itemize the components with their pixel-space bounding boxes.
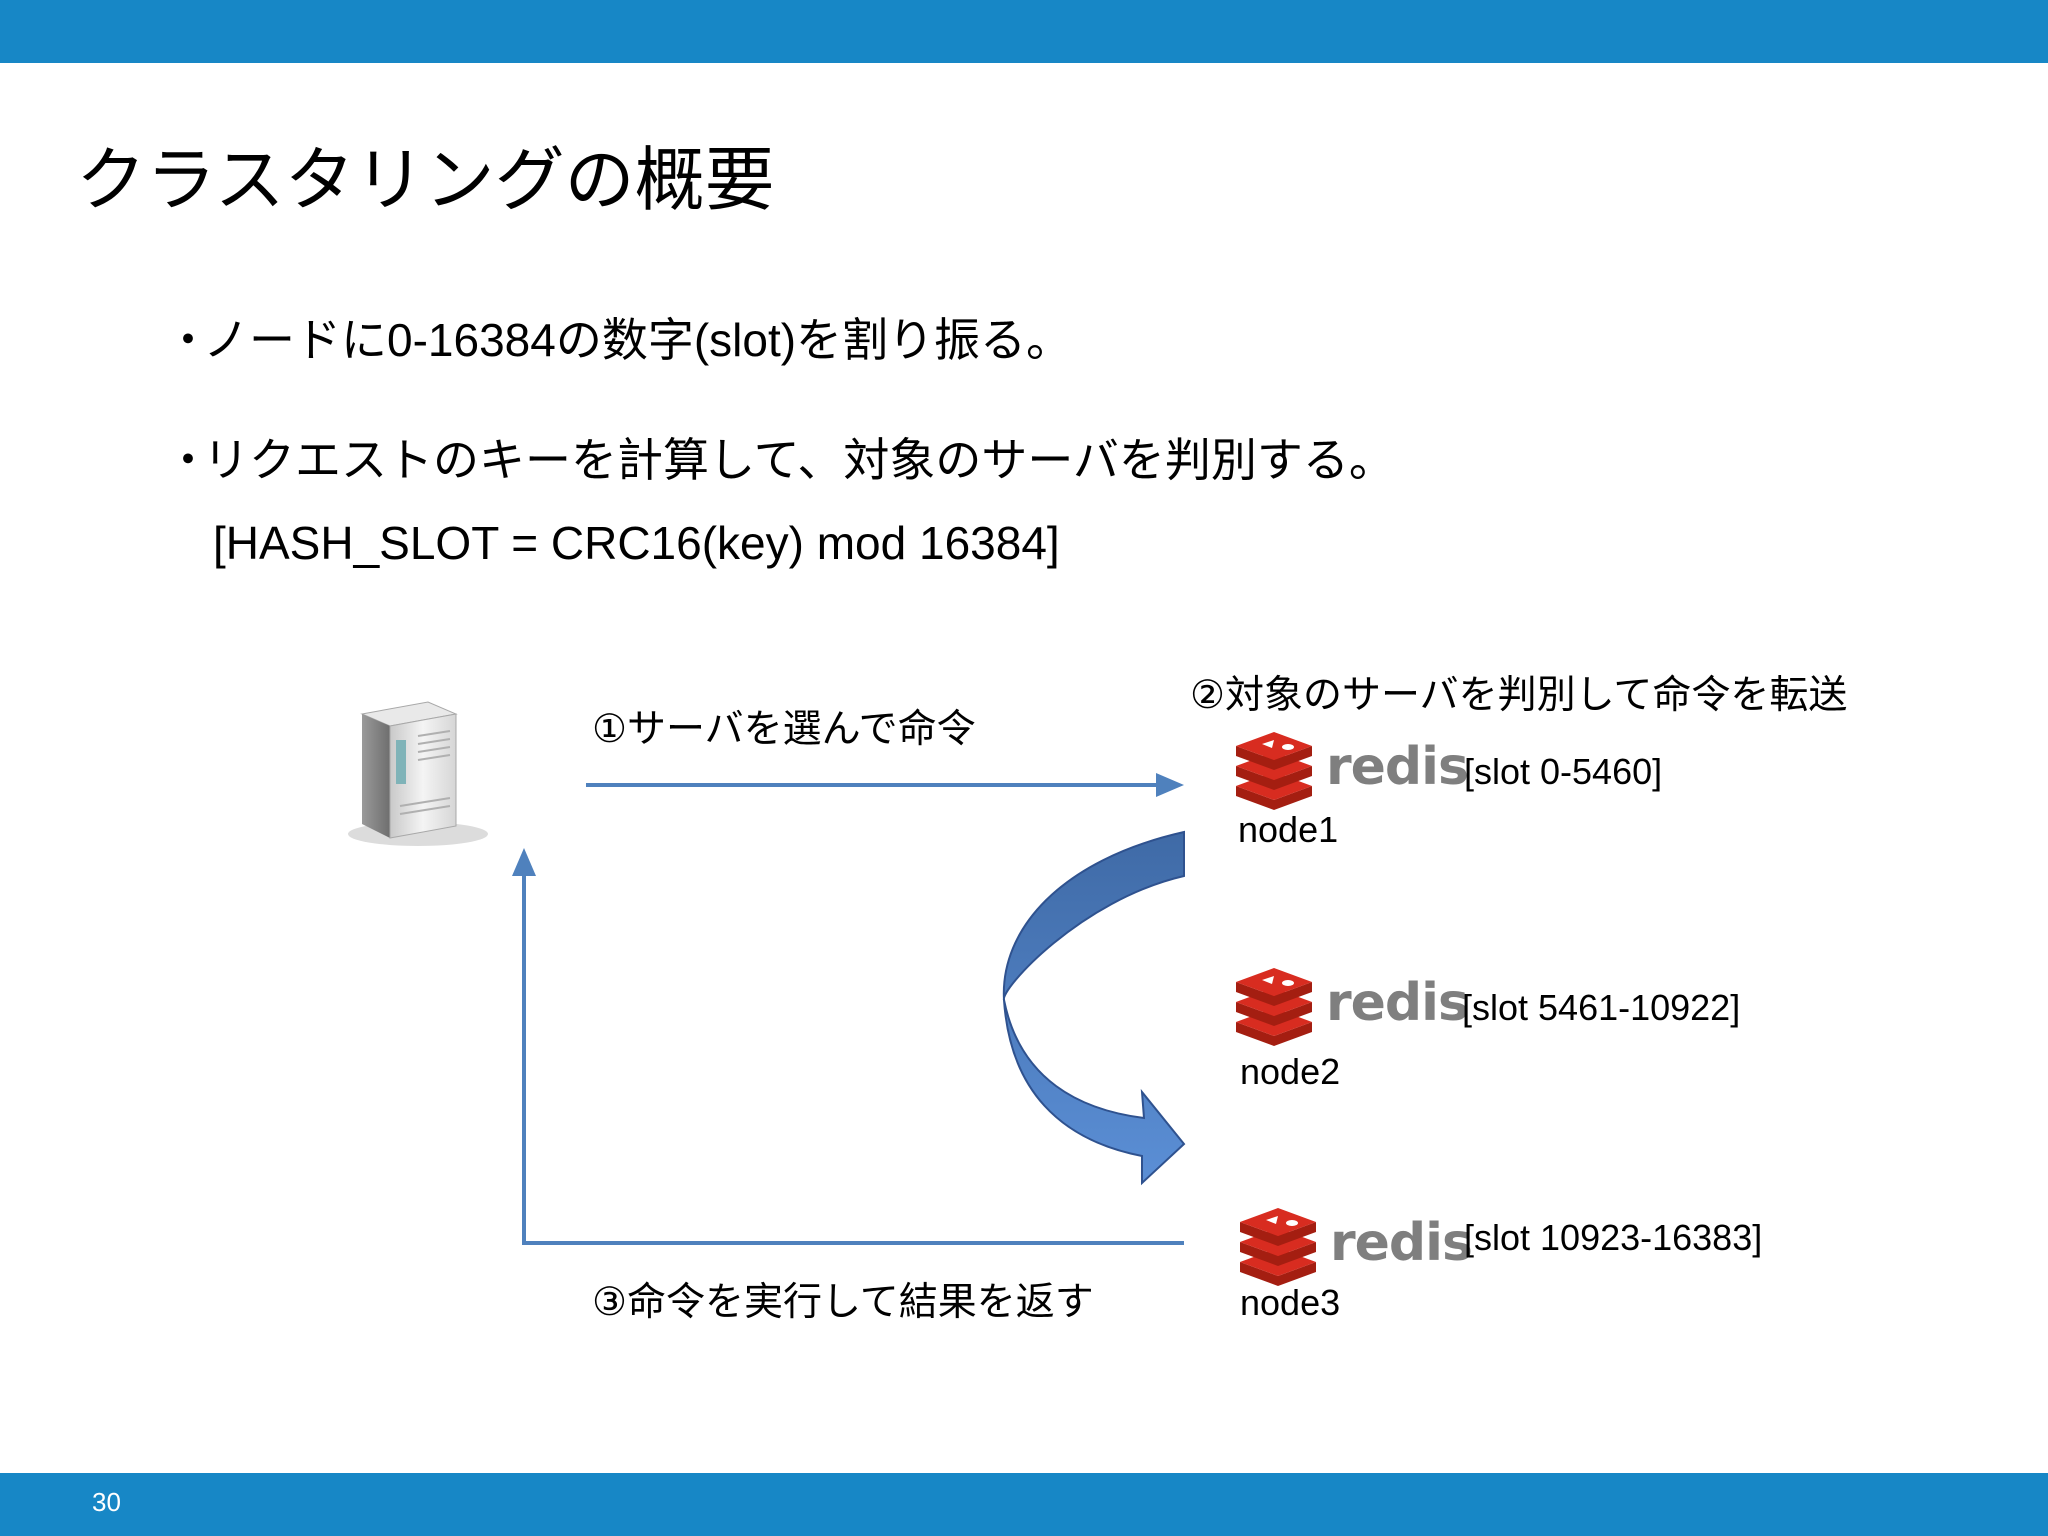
redirect-arrow bbox=[1002, 830, 1186, 1186]
bullet-item: ・リクエストのキーを計算して、対象のサーバを判別する。 bbox=[165, 432, 1395, 488]
redis-wordmark: redis bbox=[1330, 1213, 1473, 1273]
redis-logo: redis bbox=[1232, 968, 1469, 1048]
redis-cube-icon bbox=[1236, 968, 1312, 1046]
bullet-text: リクエストのキーを計算して、対象のサーバを判別する。 bbox=[203, 434, 1395, 486]
page-number: 30 bbox=[92, 1487, 121, 1517]
node1-label: node1 bbox=[1238, 809, 1339, 850]
response-arrow bbox=[512, 848, 1184, 1245]
redis-cube-icon bbox=[1240, 1208, 1316, 1286]
slide-title: クラスタリングの概要 bbox=[76, 141, 775, 219]
hash-slot-formula: [HASH_SLOT = CRC16(key) mod 16384] bbox=[213, 517, 1060, 569]
step1-label: ①サーバを選んで命令 bbox=[592, 708, 976, 751]
redis-wordmark: redis bbox=[1326, 737, 1469, 797]
node2-label: node2 bbox=[1240, 1051, 1341, 1092]
node3-label: node3 bbox=[1240, 1282, 1341, 1323]
node2-slot-range: [slot 5461-10922] bbox=[1462, 987, 1741, 1028]
footer-band bbox=[0, 1473, 2048, 1536]
bullet-text: ノードに0-16384の数字(slot)を割り振る。 bbox=[203, 314, 1073, 366]
bullet-item: ・ノードに0-16384の数字(slot)を割り振る。 bbox=[165, 312, 1072, 368]
step2-label: ②対象のサーバを判別して命令を転送 bbox=[1190, 674, 1848, 717]
header-band bbox=[0, 0, 2048, 63]
redis-wordmark: redis bbox=[1326, 973, 1469, 1033]
step3-label: ③命令を実行して結果を返す bbox=[592, 1281, 1094, 1324]
redis-logo: redis bbox=[1236, 1208, 1473, 1288]
node3-slot-range: [slot 10923-16383] bbox=[1464, 1217, 1763, 1258]
redis-logo: redis bbox=[1232, 732, 1469, 812]
server-tower-icon bbox=[348, 701, 488, 846]
request-arrow bbox=[586, 773, 1184, 797]
redis-cube-icon bbox=[1236, 732, 1312, 810]
node1-slot-range: [slot 0-5460] bbox=[1464, 751, 1663, 792]
